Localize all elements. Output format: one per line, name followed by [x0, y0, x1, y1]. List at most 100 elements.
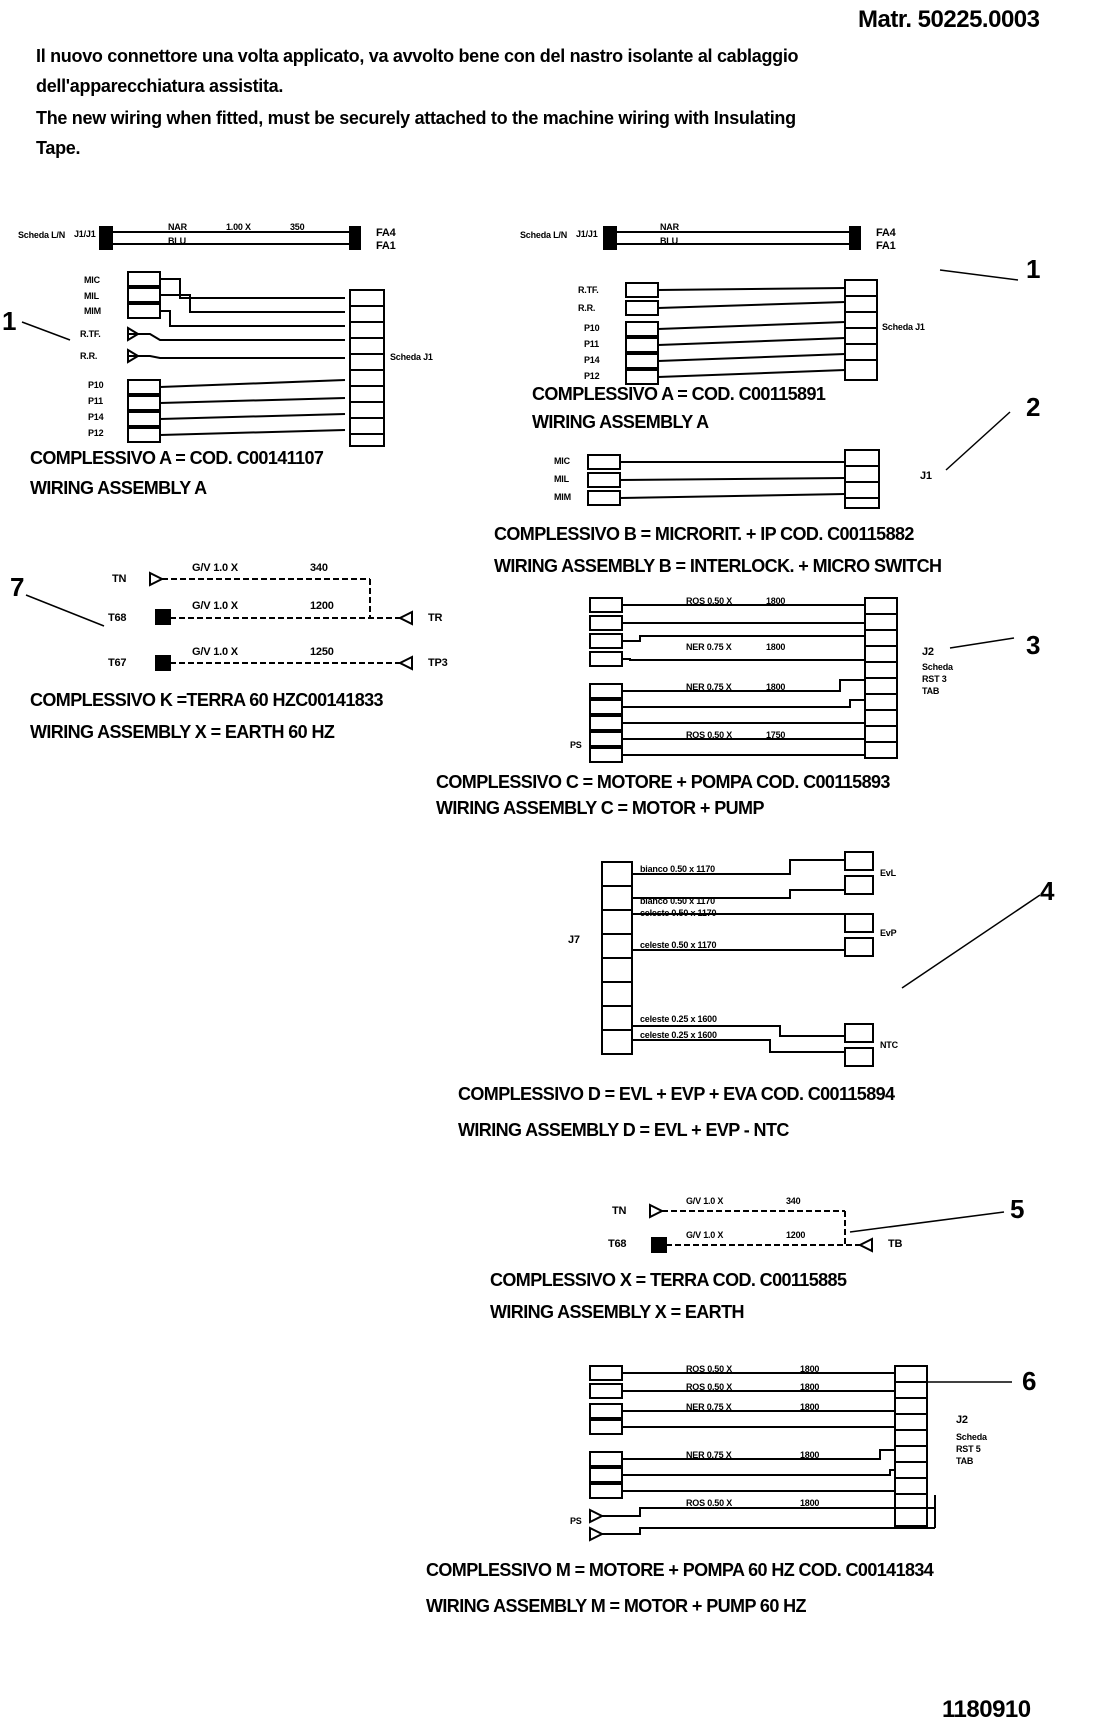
callout-1-left: 1	[2, 306, 17, 336]
label-rr-2: R.R.	[578, 303, 596, 313]
label-rst3: RST 3	[922, 674, 947, 684]
caption-c-1: COMPLESSIVO C = MOTORE + POMPA COD. C001…	[436, 772, 890, 792]
wire-gv-2: G/V 1.0 X	[192, 600, 238, 612]
label-scheda-j1-2: Scheda J1	[882, 322, 925, 332]
wire-gv-1200: 1200	[310, 600, 334, 612]
wire-blu: BLU	[168, 236, 186, 246]
label-t67: T67	[108, 657, 127, 669]
label-tr: TR	[428, 612, 443, 624]
label-p11-2: P11	[584, 339, 599, 349]
wire-m-1: ROS 0.50 X	[686, 1364, 733, 1374]
label-tn-x: TN	[612, 1205, 627, 1217]
wire-c-1-len: 1800	[766, 596, 786, 606]
wire-d-5: celeste 0.25 x 1600	[640, 1014, 717, 1024]
wire-blu-2: BLU	[660, 236, 678, 246]
label-ps-m: PS	[570, 1516, 582, 1526]
label-fa1-2: FA1	[876, 240, 896, 252]
wire-m-2: ROS 0.50 X	[686, 1382, 733, 1392]
label-evp: EvP	[880, 928, 897, 938]
wire-d-6: celeste 0.25 x 1600	[640, 1030, 717, 1040]
caption-b-1: COMPLESSIVO B = MICRORIT. + IP COD. C001…	[494, 524, 914, 544]
note-it-line2: dell'apparecchiatura assistita.	[36, 76, 284, 96]
callout-4: 4	[1040, 876, 1055, 906]
wire-x-1-len: 340	[786, 1196, 801, 1206]
wire-len-b: 350	[290, 222, 305, 232]
label-j7: J7	[568, 934, 580, 946]
note-en-line1: The new wiring when fitted, must be secu…	[36, 108, 796, 128]
wire-len-a: 1.00 X	[226, 222, 251, 232]
caption-x-1: COMPLESSIVO X = TERRA COD. C00115885	[490, 1270, 847, 1290]
wire-m-5: NER 0.75 X	[686, 1450, 732, 1460]
callout-2: 2	[1026, 392, 1041, 422]
label-j1j1: J1/J1	[576, 229, 598, 239]
label-mic: MIC	[84, 275, 100, 285]
wire-c-3: NER 0.75 X	[686, 642, 732, 652]
label-fa4: FA4	[376, 227, 396, 239]
label-rtf-2: R.TF.	[578, 285, 599, 295]
wire-d-1: bianco 0.50 x 1170	[640, 864, 715, 874]
wire-m-5-len: 1800	[800, 1450, 820, 1460]
wire-c-3-len: 1800	[766, 642, 786, 652]
wire-gv-340: 340	[310, 562, 328, 574]
caption-k-1: COMPLESSIVO K =TERRA 60 HZC00141833	[30, 690, 384, 710]
caption-d-1: COMPLESSIVO D = EVL + EVP + EVA COD. C00…	[458, 1084, 895, 1104]
wire-m-7: ROS 0.50 X	[686, 1498, 733, 1508]
label-j2-m: J2	[956, 1414, 968, 1426]
label-mim-b: MIM	[554, 492, 571, 502]
note-it-line1: Il nuovo connettore una volta applicato,…	[36, 46, 799, 66]
caption-a-right-1: COMPLESSIVO A = COD. C00115891	[532, 384, 826, 404]
caption-d-2: WIRING ASSEMBLY D = EVL + EVP - NTC	[458, 1120, 789, 1140]
label-j1-b: J1	[920, 470, 932, 482]
wire-c-5: NER 0.75 X	[686, 682, 732, 692]
wire-m-7-len: 1800	[800, 1498, 820, 1508]
label-scheda-m: Scheda	[956, 1432, 987, 1442]
callout-3: 3	[1026, 630, 1041, 660]
label-p12-2: P12	[584, 371, 600, 381]
label-t68-x: T68	[608, 1238, 627, 1250]
wire-m-3-len: 1800	[800, 1402, 820, 1412]
caption-m-1: COMPLESSIVO M = MOTORE + POMPA 60 HZ COD…	[426, 1560, 934, 1580]
label-p12: P12	[88, 428, 104, 438]
wire-x-2: G/V 1.0 X	[686, 1230, 724, 1240]
wire-m-1-len: 1800	[800, 1364, 820, 1374]
label-tp3: TP3	[428, 657, 448, 669]
label-ntc: NTC	[880, 1040, 898, 1050]
wire-c-5-len: 1800	[766, 682, 786, 692]
label-p10-2: P10	[584, 323, 600, 333]
wire-nar: NAR	[168, 222, 187, 232]
caption-x-2: WIRING ASSEMBLY X = EARTH	[490, 1302, 744, 1322]
wire-d-4: celeste 0.50 x 1170	[640, 940, 717, 950]
label-scheda-ln-2: Scheda L/N	[520, 230, 568, 240]
wire-gv-1: G/V 1.0 X	[192, 562, 238, 574]
callout-1: 1	[1026, 254, 1041, 284]
label-rst5: RST 5	[956, 1444, 981, 1454]
label-tb: TB	[888, 1238, 903, 1250]
label-mic-b: MIC	[554, 456, 570, 466]
callout-6: 6	[1022, 1366, 1037, 1396]
caption-k-2: WIRING ASSEMBLY X = EARTH 60 HZ	[30, 722, 335, 742]
label-p11: P11	[88, 396, 103, 406]
note-en-line2: Tape.	[36, 138, 81, 158]
wire-m-2-len: 1800	[800, 1382, 820, 1392]
caption-a-left-1: COMPLESSIVO A = COD. C00141107	[30, 448, 324, 468]
label-mil-b: MIL	[554, 474, 569, 484]
caption-a-left-2: WIRING ASSEMBLY A	[30, 478, 207, 498]
label-p14: P14	[88, 412, 104, 422]
label-ps-c: PS	[570, 740, 582, 750]
caption-a-right-2: WIRING ASSEMBLY A	[532, 412, 709, 432]
label-j2-c: J2	[922, 646, 934, 658]
wire-x-1: G/V 1.0 X	[686, 1196, 724, 1206]
matr-code: Matr. 50225.0003	[858, 6, 1040, 33]
wire-c-7-len: 1750	[766, 730, 786, 740]
wire-c-7: ROS 0.50 X	[686, 730, 733, 740]
caption-m-2: WIRING ASSEMBLY M = MOTOR + PUMP 60 HZ	[426, 1596, 807, 1616]
label-scheda-ln: Scheda L/N	[18, 230, 66, 240]
wire-gv-1250: 1250	[310, 646, 334, 658]
label-scheda-c: Scheda	[922, 662, 953, 672]
label-tab-c: TAB	[922, 686, 940, 696]
wire-gv-3: G/V 1.0 X	[192, 646, 238, 658]
label-rtf: R.TF.	[80, 329, 101, 339]
wire-d-2: bianco 0.50 x 1170	[640, 896, 715, 906]
label-mim: MIM	[84, 306, 101, 316]
